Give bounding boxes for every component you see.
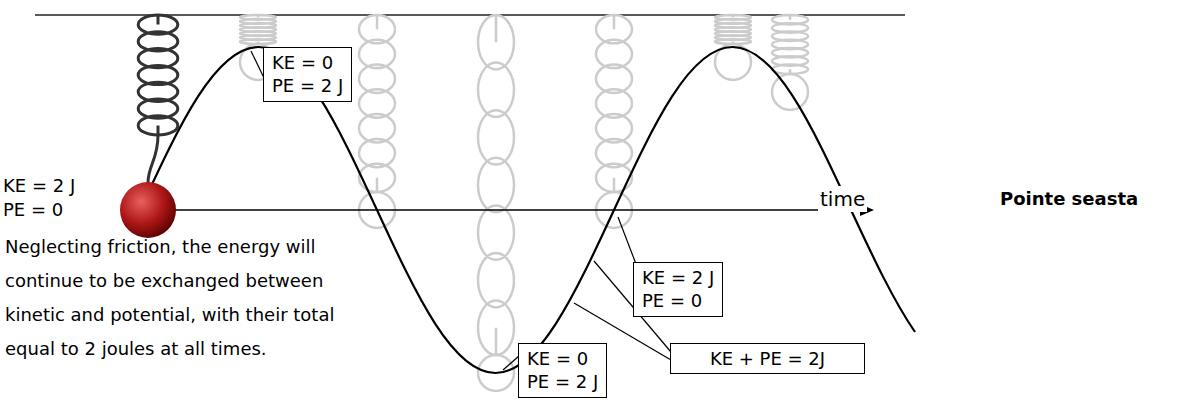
- spring: [138, 15, 178, 135]
- time-axis: [148, 209, 862, 211]
- ghost-spring: [240, 15, 276, 44]
- ghost-spring: [596, 15, 632, 192]
- energy-text: PE = 0: [642, 289, 714, 312]
- ghost-spring: [715, 15, 751, 44]
- callout-box: KE = 2 JPE = 0: [633, 262, 723, 317]
- energy-text: PE = 2 J: [527, 370, 598, 393]
- ghost-springs: [240, 15, 808, 391]
- energy-text: KE = 2 J: [642, 266, 714, 289]
- ghost-spring: [772, 15, 808, 74]
- energy-text: KE + PE = 2J: [679, 347, 856, 370]
- note-text: Neglecting friction, the energy will con…: [5, 230, 350, 366]
- energy-text: KE = 0: [272, 51, 343, 74]
- energy-text: PE = 2 J: [272, 74, 343, 97]
- callout-box: KE = 0PE = 2 J: [518, 343, 607, 398]
- energy-text: KE = 0: [527, 347, 598, 370]
- side-label: Pointe seasta: [1000, 187, 1138, 210]
- energy-label: time: [818, 186, 867, 212]
- callout-box: KE = 0PE = 2 J: [263, 47, 352, 102]
- leader-line: [503, 356, 519, 370]
- mass-ball: [120, 182, 176, 238]
- spring-hook: [148, 135, 158, 183]
- ghost-spring: [359, 15, 395, 192]
- callout-box: KE + PE = 2J: [670, 343, 865, 374]
- energy-label: PE = 0: [3, 198, 63, 221]
- ghost-spring: [478, 15, 514, 355]
- leader-line: [618, 217, 636, 264]
- energy-label: KE = 2 J: [3, 174, 75, 197]
